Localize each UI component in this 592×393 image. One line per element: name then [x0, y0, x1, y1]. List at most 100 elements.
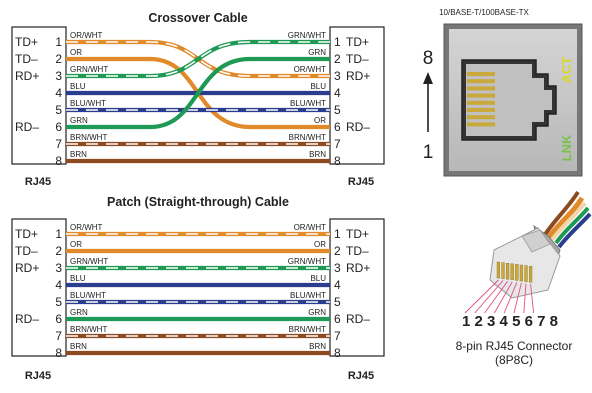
- patch-left-wire-label-6: GRN: [70, 308, 88, 317]
- crossover-title: Crossover Cable: [148, 11, 247, 25]
- crossover-left-pin-number-4: 4: [55, 86, 62, 100]
- plug-contact-6: [519, 264, 523, 282]
- crossover-right-wire-label-2: GRN: [308, 48, 326, 57]
- plug-contact-7: [524, 265, 528, 282]
- patch-left-pin-signal-1: TD+: [15, 227, 38, 241]
- crossover-wire-stripe-grn-wht: [66, 41, 330, 77]
- crossover-right-wire-label-8: BRN: [309, 150, 326, 159]
- jack-pin-6: [467, 86, 495, 91]
- patch-right-pin-signal-3: RD+: [346, 261, 370, 275]
- patch-left-pin-number-1: 1: [55, 227, 62, 241]
- crossover-left-wire-label-1: OR/WHT: [70, 31, 103, 40]
- plug-cable-wires: [542, 190, 592, 249]
- crossover-right-pin-signal-1: TD+: [346, 35, 369, 49]
- plug-contact-3: [506, 263, 510, 280]
- crossover-right-pin-number-1: 1: [334, 35, 341, 49]
- patch-left-wire-label-4: BLU: [70, 274, 86, 283]
- plug-contact-8: [529, 266, 533, 283]
- crossover-left-pin-number-6: 6: [55, 120, 62, 134]
- patch-left-wire-label-5: BLU/WHT: [70, 291, 106, 300]
- patch-right-pin-number-6: 6: [334, 312, 341, 326]
- lnk-led-label: LNK: [559, 134, 574, 161]
- patch-left-wire-label-3: GRN/WHT: [70, 257, 108, 266]
- crossover-wires: [66, 39, 330, 164]
- plug-contact-5: [515, 264, 519, 281]
- patch-wire-labels: OR/WHT OR GRN/WHT BLU BLU/WHT GRN BRN/WHT BRN OR…: [70, 223, 326, 351]
- patch-left-wire-label-8: BRN: [70, 342, 87, 351]
- crossover-right-connector: [329, 26, 385, 165]
- crossover-left-pin-signal-1: TD+: [15, 35, 38, 49]
- crossover-left-pin-number-7: 7: [55, 137, 62, 151]
- crossover-left-pin-signal-6: RD–: [15, 120, 39, 134]
- patch-left-wire-label-2: OR: [70, 240, 82, 249]
- plug-contact-2: [501, 262, 505, 279]
- crossover-left-wire-label-3: GRN/WHT: [70, 65, 108, 74]
- patch-right-wire-label-2: OR: [314, 240, 326, 249]
- crossover-right-wire-label-5: BLU/WHT: [290, 99, 326, 108]
- crossover-right-pin-number-5: 5: [334, 103, 341, 117]
- patch-right-pin-number-4: 4: [334, 278, 341, 292]
- jack-pin-4: [467, 100, 495, 105]
- jack-pin-8: [467, 72, 495, 76]
- plug-leader-line-2: [474, 280, 504, 314]
- crossover-right-pin-signal-3: RD+: [346, 69, 370, 83]
- patch-right-pin-number-3: 3: [334, 261, 341, 275]
- jack-pin-8-label: 8: [423, 48, 434, 69]
- patch-right-pin-number-5: 5: [334, 295, 341, 309]
- crossover-right-wire-label-1: GRN/WHT: [288, 31, 326, 40]
- patch-left-wire-label-1: OR/WHT: [70, 223, 103, 232]
- plug-caption-line1: 8-pin RJ45 Connector: [456, 339, 573, 353]
- jack-title: 10/BASE-T/100BASE-TX: [439, 8, 529, 17]
- crossover-left-pin-signal-2: TD–: [15, 52, 38, 66]
- patch-left-pin-signal-2: TD–: [15, 244, 38, 258]
- crossover-wire-labels: OR/WHTORGRN/WHTBLUBLU/WHTGRNBRN/WHTBRNGR…: [70, 31, 326, 159]
- patch-left-pin-number-8: 8: [55, 346, 62, 360]
- crossover-left-wire-label-8: BRN: [70, 150, 87, 159]
- patch-right-rj45-label: RJ45: [348, 370, 374, 382]
- crossover-right-rj45-label: RJ45: [348, 176, 374, 188]
- crossover-left-pin-number-3: 3: [55, 69, 62, 83]
- plug-contact-1: [496, 261, 500, 279]
- jack-pin-3: [467, 108, 495, 112]
- plug-leader-line-5: [503, 282, 518, 314]
- plug-pin-numbers: 1 2 3 4 5 6 7 8: [462, 313, 558, 330]
- crossover-left-wire-label-7: BRN/WHT: [70, 133, 107, 142]
- crossover-wire-grn: [66, 56, 330, 130]
- patch-left-pin-number-7: 7: [55, 329, 62, 343]
- patch-left-pin-number-5: 5: [55, 295, 62, 309]
- crossover-left-wire-label-2: OR: [70, 48, 82, 57]
- patch-left-pin-signal-3: RD+: [15, 261, 39, 275]
- jack-pin-5: [467, 93, 495, 98]
- patch-left-wire-label-7: BRN/WHT: [70, 325, 107, 334]
- crossover-right-wire-label-7: BRN/WHT: [289, 133, 326, 142]
- jack-pin-2: [467, 115, 495, 120]
- patch-wires: [66, 231, 330, 356]
- patch-left-pin-number-4: 4: [55, 278, 62, 292]
- crossover-left-wire-label-5: BLU/WHT: [70, 99, 106, 108]
- rj45-plug-illustration: [464, 190, 592, 314]
- patch-right-wire-label-6: GRN: [308, 308, 326, 317]
- crossover-right-wire-label-6: OR: [314, 116, 326, 125]
- crossover-right-pin-number-4: 4: [334, 86, 341, 100]
- crossover-left-pin-number-8: 8: [55, 154, 62, 168]
- crossover-left-wire-label-6: GRN: [70, 116, 88, 125]
- crossover-right-pin-number-6: 6: [334, 120, 341, 134]
- jack-pin-1-label: 1: [423, 142, 434, 163]
- crossover-right-pin-signal-6: RD–: [346, 120, 370, 134]
- plug-latch: [521, 229, 551, 253]
- plug-leader-line-4: [494, 281, 513, 314]
- patch-left-rj45-label: RJ45: [25, 370, 51, 382]
- crossover-right-pin-number-8: 8: [334, 154, 341, 168]
- crossover-right-pin-signal-2: TD–: [346, 52, 369, 66]
- crossover-left-pin-number-1: 1: [55, 35, 62, 49]
- plug-caption-line2: (8P8C): [495, 353, 533, 367]
- plug-leader-line-1: [464, 279, 499, 314]
- crossover-right-wire-label-3: OR/WHT: [294, 65, 327, 74]
- patch-right-pin-signal-1: TD+: [346, 227, 369, 241]
- crossover-right-pin-number-3: 3: [334, 69, 341, 83]
